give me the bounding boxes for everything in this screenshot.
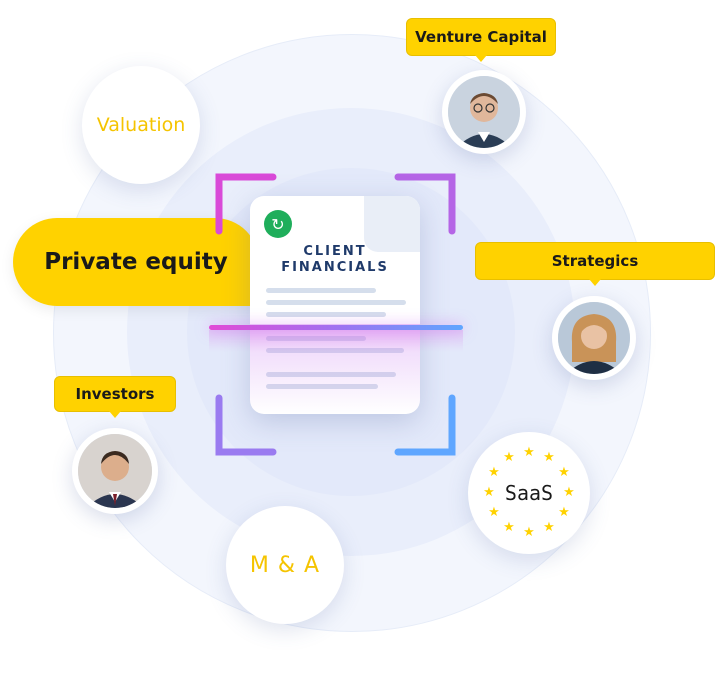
- document-text-line: [266, 300, 406, 305]
- scan-line: [209, 325, 463, 330]
- investors-label: Investors: [75, 385, 155, 403]
- private-equity-badge: Private equity: [13, 218, 259, 306]
- saas-label: SaaS: [504, 481, 554, 505]
- svg-text:★: ★: [563, 485, 575, 500]
- svg-text:★: ★: [543, 450, 555, 465]
- investors-tag: Investors: [54, 376, 176, 418]
- svg-text:★: ★: [503, 520, 515, 535]
- document-text-line: [266, 312, 386, 317]
- svg-text:★: ★: [558, 505, 570, 520]
- valuation-label: Valuation: [96, 114, 186, 136]
- strategics-label: Strategics: [551, 252, 639, 270]
- svg-text:★: ★: [503, 450, 515, 465]
- scan-frame-bottom-right-icon: [394, 394, 456, 456]
- valuation-bubble: Valuation: [82, 66, 200, 184]
- m-and-a-bubble: M & A: [226, 506, 344, 624]
- scan-glow: [250, 324, 420, 414]
- woman-portrait-icon: [558, 302, 630, 374]
- green-swirl-logo-icon: ↻: [264, 210, 292, 238]
- man-portrait-icon: [78, 434, 152, 508]
- client-financials-document: ↻ CLIENT FINANCIALS: [250, 196, 420, 414]
- svg-text:★: ★: [523, 525, 535, 540]
- scan-line-glow: [209, 330, 463, 352]
- document-text-line: [266, 288, 376, 293]
- svg-text:★: ★: [558, 465, 570, 480]
- strategics-tag: Strategics: [475, 242, 715, 286]
- strategics-avatar: [552, 296, 636, 380]
- document-text-line: [266, 336, 366, 341]
- svg-text:★: ★: [488, 505, 500, 520]
- scan-frame-bottom-left-icon: [215, 394, 277, 456]
- document-title-line2: FINANCIALS: [281, 260, 389, 275]
- page-fold-icon: [364, 196, 420, 252]
- venture-capital-tag: Venture Capital: [406, 18, 556, 62]
- svg-text:★: ★: [523, 445, 535, 460]
- scan-frame-top-left-icon: [215, 173, 277, 235]
- venture-capital-avatar: [442, 70, 526, 154]
- scan-frame-top-right-icon: [394, 173, 456, 235]
- document-text-line: [266, 372, 396, 377]
- private-equity-label: Private equity: [44, 249, 228, 275]
- eu-star-ring-icon: ★ ★ ★ ★ ★ ★ ★ ★ ★ ★ ★ ★: [483, 445, 575, 540]
- investors-avatar: [72, 428, 158, 514]
- saas-bubble: ★ ★ ★ ★ ★ ★ ★ ★ ★ ★ ★ ★ SaaS: [468, 432, 590, 554]
- document-text-line: [266, 384, 378, 389]
- man-portrait-icon: [448, 76, 520, 148]
- document-title-line1: CLIENT: [303, 244, 367, 259]
- svg-text:★: ★: [488, 465, 500, 480]
- venture-capital-label: Venture Capital: [415, 28, 547, 46]
- svg-text:★: ★: [483, 485, 495, 500]
- m-and-a-label: M & A: [249, 552, 321, 578]
- svg-text:★: ★: [543, 520, 555, 535]
- document-text-line: [266, 348, 404, 353]
